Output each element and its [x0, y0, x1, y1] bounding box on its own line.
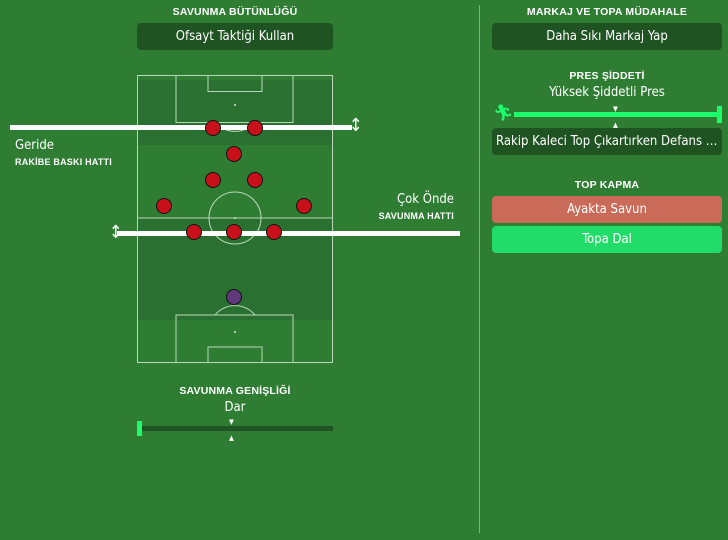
player-marker[interactable]: [226, 224, 242, 240]
pitch: [137, 75, 333, 363]
defensive-line-value: Çok Önde: [396, 192, 454, 207]
offside-trap-button[interactable]: Ofsayt Taktiği Kullan: [137, 23, 333, 50]
pressing-intensity-value: Yüksek Şiddetli Pres: [549, 85, 665, 100]
player-marker[interactable]: [247, 120, 263, 136]
defensive-line-label: SAVUNMA HATTI: [378, 211, 454, 221]
stay-on-feet-button[interactable]: Ayakta Savun: [492, 196, 722, 223]
defensive-width-header: SAVUNMA GENİŞLİĞİ: [179, 385, 291, 397]
get-stuck-in-button[interactable]: Topa Dal: [492, 226, 722, 253]
pressing-line-drag-handle-icon[interactable]: ↕: [349, 115, 363, 136]
slider-thumb-icon[interactable]: ▼▲: [613, 105, 618, 129]
divider: [479, 5, 480, 533]
player-marker[interactable]: [205, 120, 221, 136]
defensive-line-drag-handle-icon[interactable]: ↕: [109, 222, 123, 243]
player-marker[interactable]: [205, 172, 221, 188]
player-marker[interactable]: [296, 198, 312, 214]
defensive-shape-header: SAVUNMA BÜTÜNLÜĞÜ: [172, 6, 298, 18]
slider-thumb-icon[interactable]: ▼▲: [229, 418, 234, 442]
player-marker[interactable]: [226, 146, 242, 162]
goalkeeper-marker[interactable]: [226, 289, 242, 305]
pressing-intensity-slider[interactable]: [514, 112, 720, 117]
running-player-icon: 🏃︎: [493, 103, 514, 122]
defensive-line[interactable]: [117, 231, 460, 236]
player-marker[interactable]: [266, 224, 282, 240]
slider-max-marker: [717, 106, 722, 123]
tighter-marking-button[interactable]: Daha Sıkı Markaj Yap: [492, 23, 722, 50]
press-goalkeeper-button[interactable]: Rakip Kaleci Top Çıkartırken Defans Hatt…: [492, 128, 722, 155]
player-marker[interactable]: [156, 198, 172, 214]
player-marker[interactable]: [247, 172, 263, 188]
defensive-width-value: Dar: [224, 400, 246, 415]
marking-header: MARKAJ VE TOPA MÜDAHALE: [526, 6, 688, 18]
defensive-width-slider[interactable]: [137, 426, 333, 431]
pressing-line-label: RAKİBE BASKI HATTI: [15, 157, 112, 167]
pressing-line[interactable]: [10, 125, 352, 130]
pressing-line-value: Geride: [15, 138, 54, 153]
tackling-header: TOP KAPMA: [574, 179, 640, 191]
pressing-intensity-header: PRES ŞİDDETİ: [569, 70, 645, 82]
player-marker[interactable]: [186, 224, 202, 240]
slider-min-marker: [137, 421, 142, 436]
